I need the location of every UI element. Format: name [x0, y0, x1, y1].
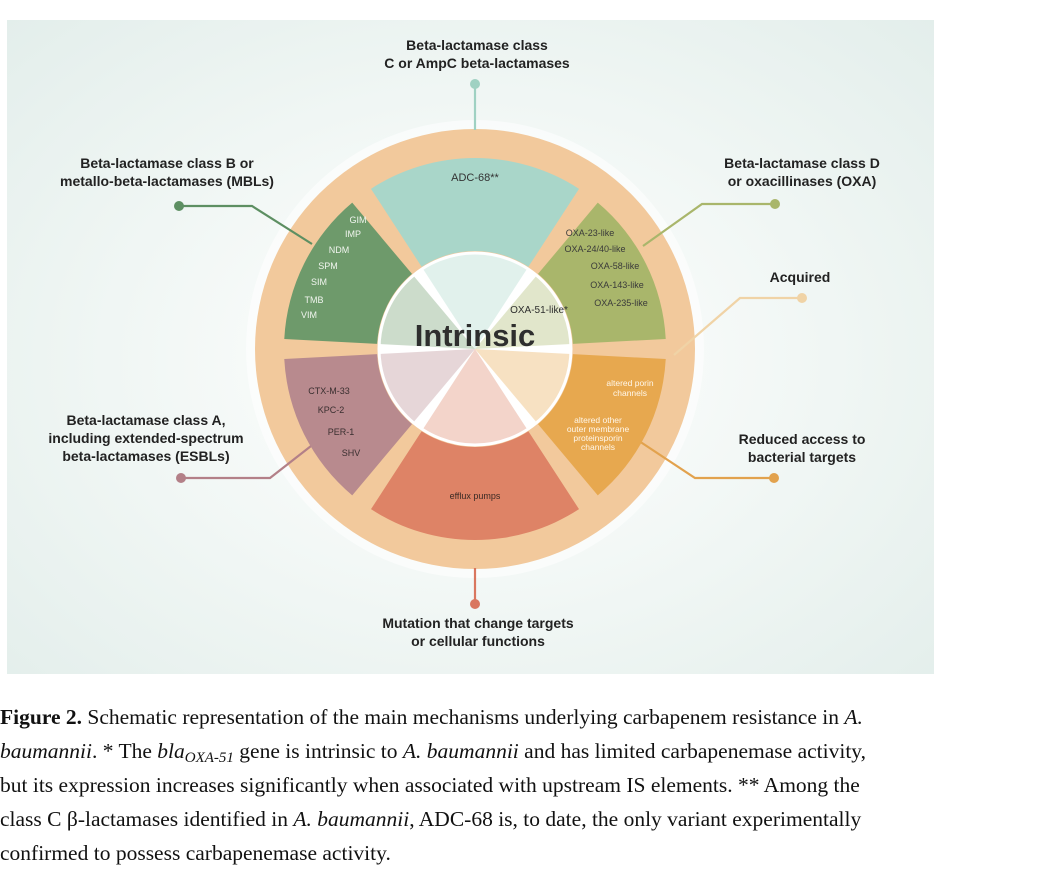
inner-tint-class-d	[475, 275, 571, 349]
wedge-label-oxa-2: OXA-58-like	[591, 261, 640, 271]
caption-segment: A. baumannii	[293, 807, 410, 831]
callout-mutation-line-2: or cellular functions	[411, 633, 545, 649]
caption-line-5: confirmed to possess carbapenemase activ…	[0, 836, 1050, 870]
caption-segment: baumannii	[0, 739, 92, 763]
wedge-label-oxa-51-like: OXA-51-like*	[510, 305, 568, 316]
leader-reduced-access-dot	[769, 473, 779, 483]
wedge-label-membrane-1: outer membrane	[567, 424, 630, 434]
leader-class-b-dot	[174, 201, 184, 211]
wedge-label-oxa-3: OXA-143-like	[590, 280, 644, 290]
callout-class-c-line-1: Beta-lactamase class	[406, 37, 548, 53]
inner-tint-mutation	[422, 349, 528, 445]
figure-caption: Figure 2. Schematic representation of th…	[0, 700, 1050, 870]
caption-segment: Figure 2.	[0, 705, 83, 729]
wedge-label-membrane-2: proteinsporin	[573, 433, 622, 443]
wedge-label-membrane-3: channels	[581, 442, 615, 452]
caption-segment: bla	[157, 739, 185, 763]
leader-class-d-dot	[770, 199, 780, 209]
leader-class-b	[179, 204, 313, 245]
wedge-label-mbl-1: IMP	[345, 229, 361, 239]
wedge-label-oxa-1: OXA-24/40-like	[564, 244, 625, 254]
caption-line-1: Figure 2. Schematic representation of th…	[0, 700, 1050, 734]
wedge-label-mbl-0: GIM	[350, 215, 367, 225]
wedge-label-porin-0: altered porin	[606, 378, 654, 388]
caption-segment: OXA-51	[184, 750, 234, 766]
wedge-label-mbl-4: SIM	[311, 277, 327, 287]
callout-mutation: Mutation that change targets or cellular…	[333, 614, 623, 650]
wedge-reduced-access	[537, 354, 666, 496]
caption-line-2: baumannii. * The blaOXA-51 gene is intri…	[0, 734, 1050, 768]
callout-class-d-line-2: or oxacillinases (OXA)	[727, 173, 877, 189]
caption-segment: but its expression increases significant…	[0, 773, 860, 797]
callout-reduced-access-line-2: bacterial targets	[747, 449, 857, 465]
callout-class-d: Beta-lactamase class D or oxacillinases …	[677, 154, 927, 190]
center-label-intrinsic: Intrinsic	[415, 318, 536, 353]
inner-tint-class-b	[379, 275, 475, 349]
callout-class-c: Beta-lactamase class C or AmpC beta-lact…	[327, 36, 627, 72]
inner-disc	[379, 253, 571, 445]
wedge-class-d	[537, 202, 666, 344]
leader-class-a-dot	[176, 473, 186, 483]
callout-class-d-line-1: Beta-lactamase class D	[724, 155, 880, 171]
caption-segment: and has limited carbapenemase activity,	[518, 739, 867, 763]
resistance-wheel-diagram: Intrinsic ADC-68** OXA-23-likeOXA-24/40-li…	[174, 79, 807, 609]
callout-reduced-access-line-1: Reduced access to	[738, 431, 866, 447]
wedge-label-esbl-3: SHV	[342, 448, 361, 458]
wedge-label-oxa-4: OXA-235-like	[594, 298, 648, 308]
caption-segment: A.	[844, 705, 863, 729]
wedge-label-esbl-0: CTX-M-33	[308, 386, 350, 396]
wedge-label-oxa-0: OXA-23-like	[566, 228, 615, 238]
callout-class-a: Beta-lactamase class A, including extend…	[11, 411, 281, 465]
caption-segment: , ADC-68 is, to date, the only variant e…	[409, 807, 862, 831]
inner-disc-border	[377, 251, 573, 447]
callout-class-b: Beta-lactamase class B or metallo-beta-l…	[27, 154, 307, 190]
leader-acquired	[673, 296, 802, 356]
caption-segment: gene is intrinsic to	[233, 739, 403, 763]
callout-mutation-line-1: Mutation that change targets	[382, 615, 574, 631]
leader-class-c-dot	[470, 79, 480, 89]
callout-acquired-line-1: Acquired	[769, 269, 831, 285]
wedge-mutation	[370, 431, 580, 540]
caption-segment: A. baumannii	[402, 739, 519, 763]
wedge-class-b	[284, 202, 413, 344]
wedge-label-membrane-0: altered other	[574, 415, 622, 425]
wedge-label-esbl-1: KPC-2	[318, 405, 345, 415]
caption-segment: Schematic representation of the main mec…	[82, 705, 845, 729]
caption-segment: class C β-lactamases identified in	[0, 807, 294, 831]
callout-class-b-line-1: Beta-lactamase class B or	[80, 155, 254, 171]
callout-reduced-access: Reduced access to bacterial targets	[697, 430, 907, 466]
callout-class-a-line-2: including extended-spectrum	[48, 430, 244, 446]
caption-line-4: class C β-lactamases identified in A. ba…	[0, 802, 1050, 836]
callout-class-a-line-3: beta-lactamases (ESBLs)	[62, 448, 230, 464]
inner-tint-reduced-access	[475, 349, 571, 423]
callout-acquired: Acquired	[740, 268, 860, 286]
inner-tint-class-c	[422, 253, 528, 349]
leader-acquired-dot	[797, 293, 807, 303]
wedge-label-mbl-6: VIM	[301, 310, 317, 320]
callout-class-a-line-1: Beta-lactamase class A,	[66, 412, 226, 428]
wedge-label-esbl-2: PER-1	[328, 427, 355, 437]
wedge-label-adc-68: ADC-68**	[451, 172, 499, 184]
caption-segment: . * The	[91, 739, 158, 763]
leader-mutation-dot	[470, 599, 480, 609]
callout-class-c-line-2: C or AmpC beta-lactamases	[384, 55, 570, 71]
wedge-label-mbl-3: SPM	[318, 261, 338, 271]
wedge-label-efflux-pumps: efflux pumps	[450, 491, 501, 501]
caption-line-3: but its expression increases significant…	[0, 768, 1050, 802]
leader-class-a	[181, 438, 321, 480]
inner-tint-class-a	[379, 349, 475, 423]
leader-class-d	[642, 202, 775, 247]
wedge-class-c	[370, 157, 580, 267]
caption-segment: confirmed to possess carbapenemase activ…	[0, 841, 391, 865]
leader-reduced-access	[635, 438, 774, 480]
wedge-class-a	[284, 354, 413, 496]
wedge-label-porin-1: channels	[613, 388, 647, 398]
wedge-label-mbl-5: TMB	[305, 295, 324, 305]
callout-class-b-line-2: metallo-beta-lactamases (MBLs)	[60, 173, 274, 189]
wedge-label-mbl-2: NDM	[329, 245, 350, 255]
